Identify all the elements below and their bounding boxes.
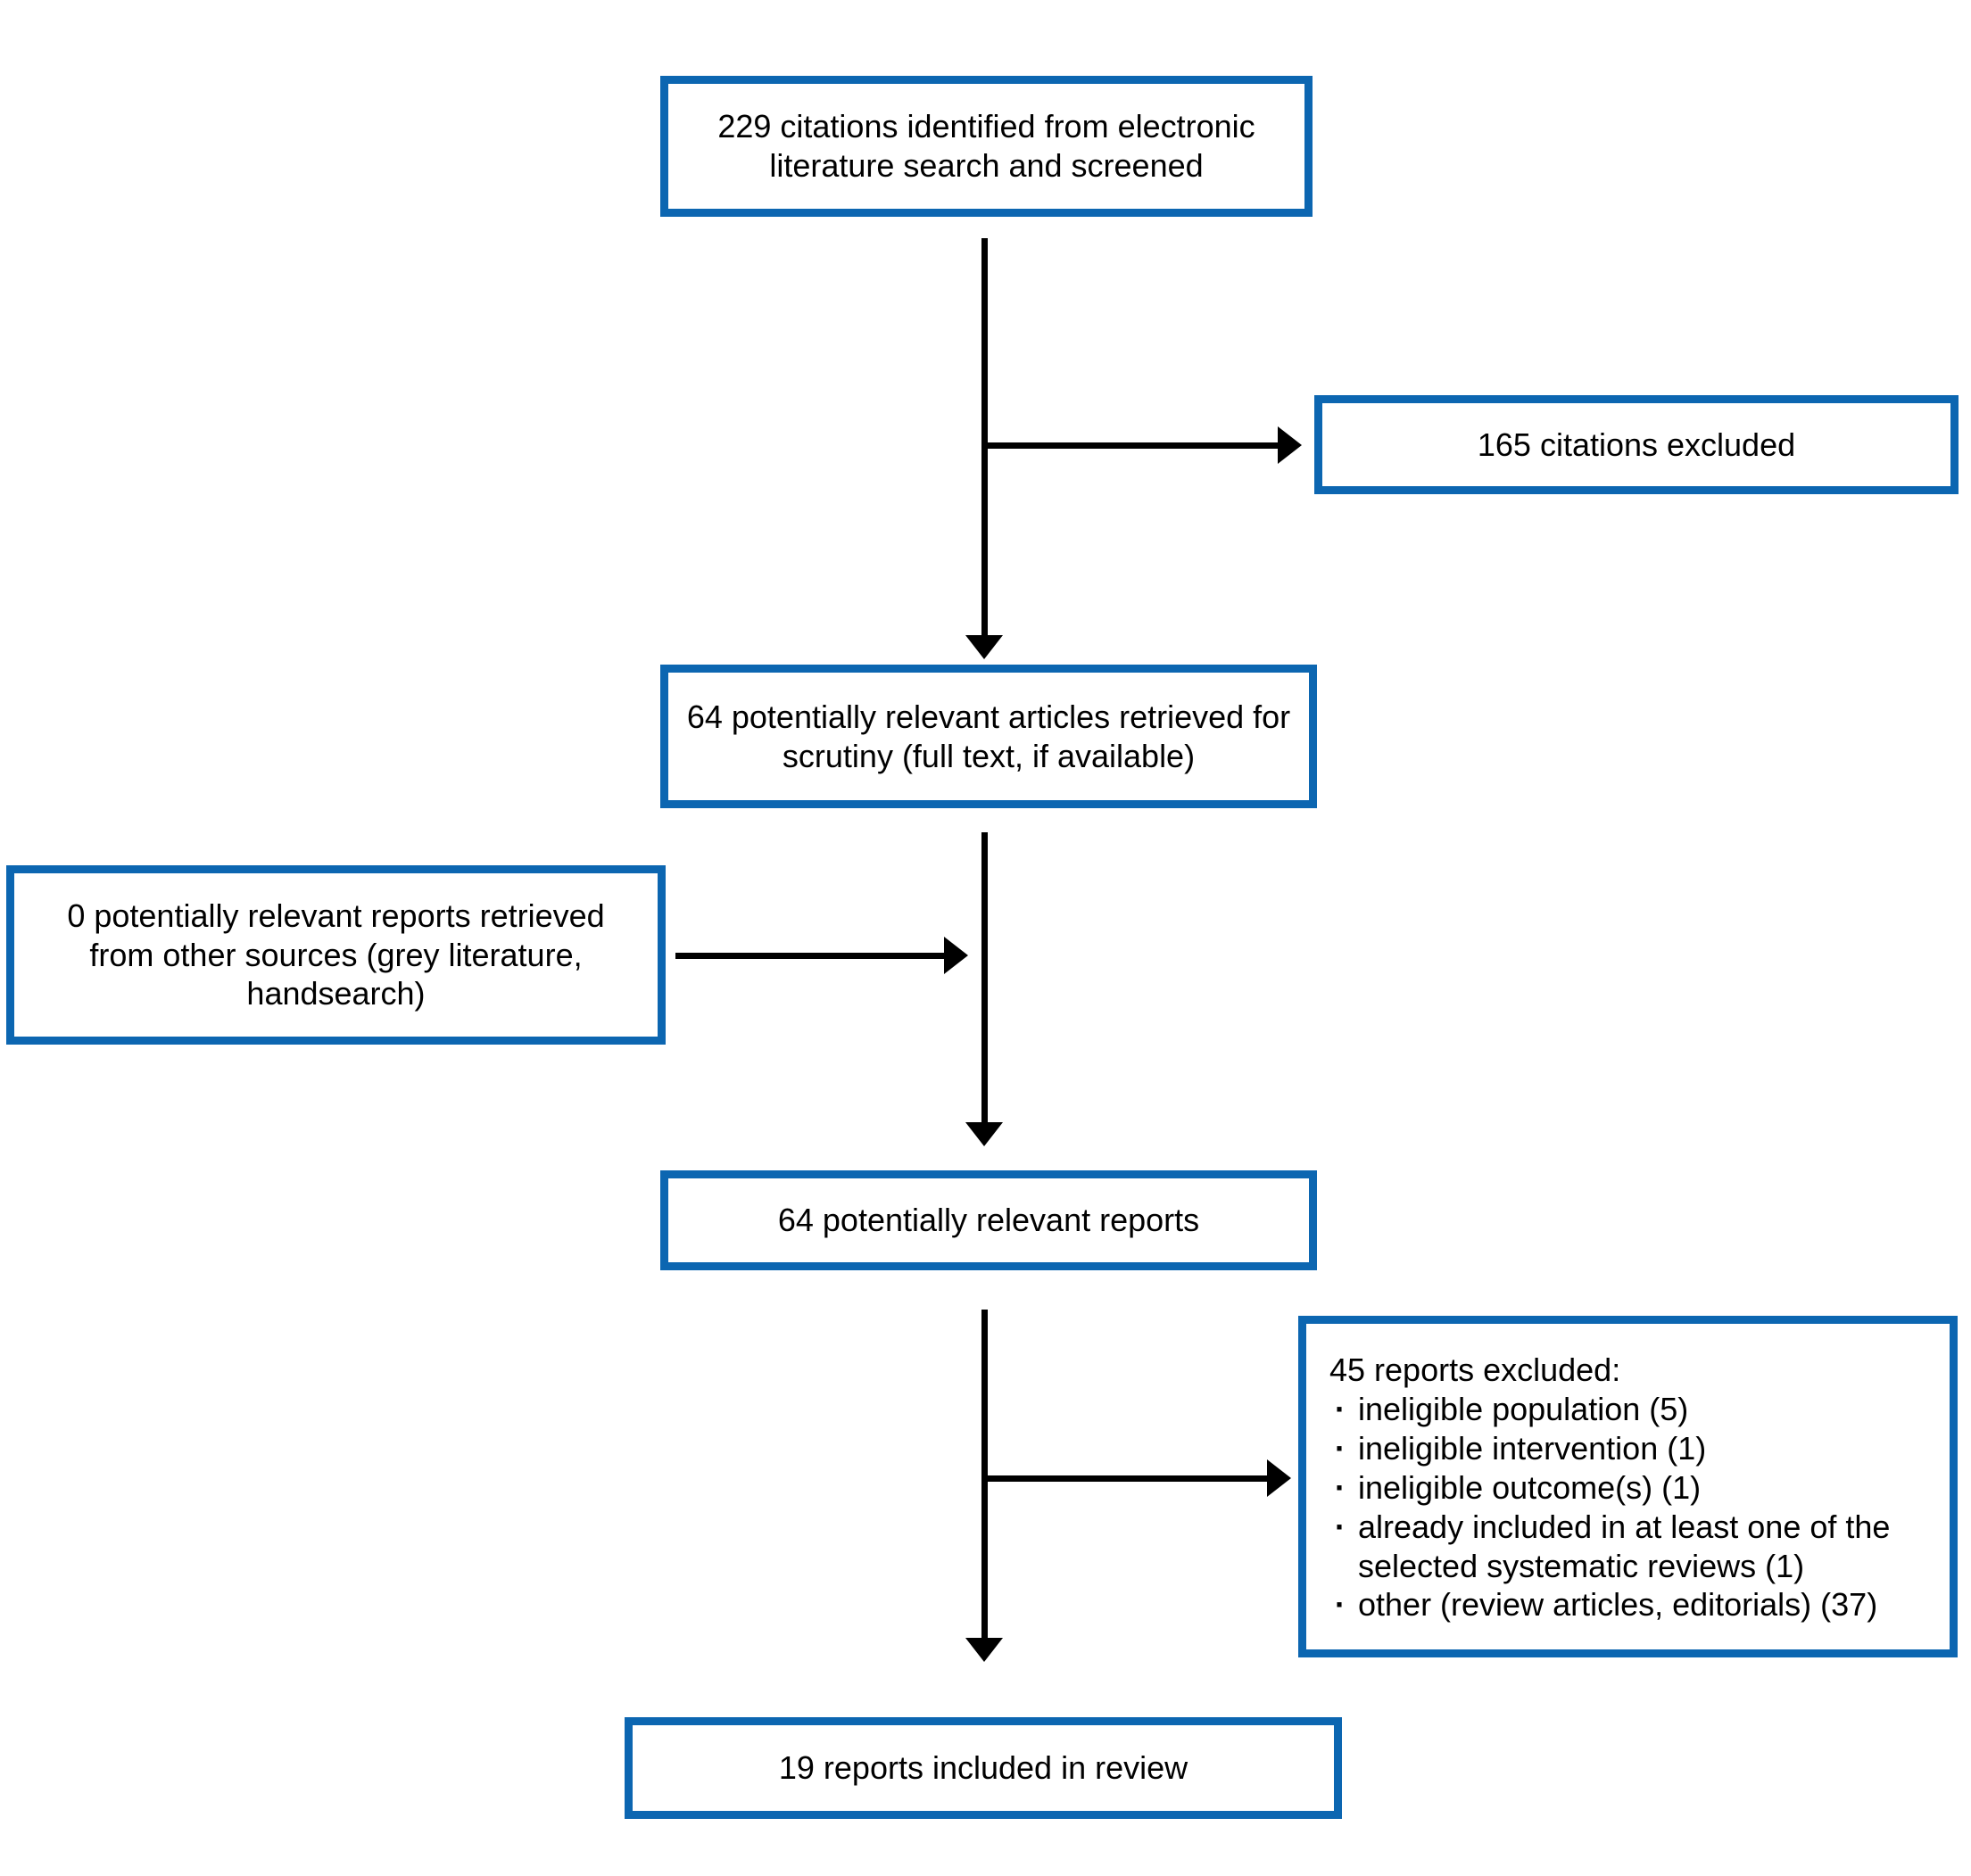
exclusion-reason-item: ineligible population (5) [1329,1390,1923,1429]
box-reports-included-label: 19 reports included in review [778,1749,1188,1787]
arrow-line-identified-to-retrieved [981,238,988,635]
exclusion-reason-item: ineligible outcome(s) (1) [1329,1468,1923,1508]
box-articles-retrieved-label: 64 potentially relevant articles retriev… [686,698,1291,774]
box-citations-identified-label: 229 citations identified from electronic… [717,108,1255,184]
box-reports-excluded: 45 reports excluded: ineligible populati… [1298,1316,1958,1657]
arrow-line-reports-to-included [981,1310,988,1638]
exclusion-reason-item: already included in at least one of the … [1329,1508,1923,1586]
arrow-line-branch-to-reports-excluded [981,1475,1267,1482]
arrow-line-other-sources-to-main [675,953,944,959]
box-citations-excluded-label: 165 citations excluded [1477,426,1796,463]
box-other-sources: 0 potentially relevant reports retrieved… [6,865,666,1045]
box-relevant-reports-label: 64 potentially relevant reports [777,1202,1200,1239]
arrowhead-down-to-reports [965,1122,1003,1146]
arrowhead-right-from-other-sources [944,937,968,974]
arrowhead-down-to-included [965,1638,1003,1662]
box-other-sources-label: 0 potentially relevant reports retrieved… [67,897,605,1012]
exclusion-reason-list: ineligible population (5)ineligible inte… [1329,1390,1923,1624]
exclusion-reason-item: other (review articles, editorials) (37) [1329,1585,1923,1624]
exclusion-reason-item: ineligible intervention (1) [1329,1429,1923,1468]
box-reports-excluded-title: 45 reports excluded: [1329,1351,1621,1388]
box-relevant-reports: 64 potentially relevant reports [660,1170,1317,1270]
box-citations-excluded: 165 citations excluded [1314,395,1959,494]
box-citations-identified: 229 citations identified from electronic… [660,76,1313,217]
arrow-line-retrieved-to-reports [981,832,988,1122]
box-articles-retrieved: 64 potentially relevant articles retriev… [660,665,1317,808]
arrowhead-right-to-reports-excluded [1267,1459,1291,1497]
arrowhead-down-to-retrieved [965,635,1003,659]
arrowhead-right-to-citations-excluded [1278,426,1302,464]
box-reports-included: 19 reports included in review [625,1717,1342,1819]
arrow-line-branch-to-citations-excluded [981,442,1278,449]
